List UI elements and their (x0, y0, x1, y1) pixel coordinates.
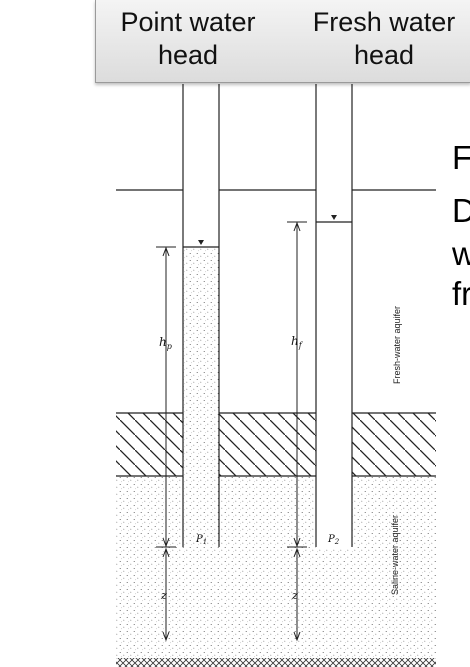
header-box (95, 0, 470, 83)
well-2-casing-mask (316, 84, 352, 548)
p2-label: P2 (327, 534, 340, 546)
side-text-1: F (452, 139, 470, 176)
well-1-casing-mask (183, 84, 219, 247)
saline-aquifer-fill (116, 476, 436, 658)
z1-label: z (160, 589, 167, 602)
side-text-3: w (452, 235, 470, 272)
z2-top-arrow (293, 547, 301, 558)
side-text-2: D (452, 192, 470, 229)
point-water-head-line-2: head (157, 40, 219, 70)
side-text-4: fr (452, 275, 470, 312)
fresh-water-head-line-1: Fresh water (312, 7, 456, 37)
fresh-water-head-label: Fresh water head (296, 6, 470, 72)
confining-layer (116, 413, 436, 476)
hf-label: hf (291, 334, 304, 350)
hp-top-arrow (162, 246, 170, 257)
bedrock-layer (116, 658, 436, 667)
z2-label: z (291, 589, 298, 602)
fresh-water-head-line-2: head (353, 40, 415, 70)
fresh-aquifer-label: Fresh-water aquifer (392, 306, 402, 384)
well-1-water-dots (183, 247, 219, 547)
z1-top-arrow (162, 547, 170, 558)
point-water-head-line-1: Point water (120, 7, 256, 37)
hf-top-arrow (293, 221, 301, 232)
saline-aquifer-label: Saline-water aquifer (390, 515, 400, 595)
well-1-water-level-marker (198, 240, 204, 245)
hp-label: hp (159, 335, 172, 351)
hf-bottom-arrow (293, 537, 301, 548)
p1-label: P1 (195, 534, 207, 546)
z2-bottom-arrow (293, 631, 301, 642)
well-2-water-level-marker (331, 215, 337, 220)
point-water-head-label: Point water head (100, 6, 276, 72)
z1-bottom-arrow (162, 631, 170, 642)
hp-bottom-arrow (162, 537, 170, 548)
